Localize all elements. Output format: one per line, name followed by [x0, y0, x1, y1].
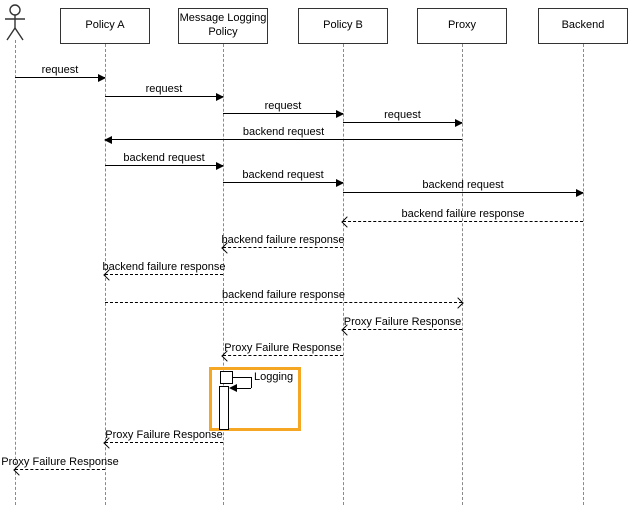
activation-bar [219, 386, 229, 430]
arrowhead-right-icon [336, 179, 344, 187]
message-label: backend request [242, 169, 324, 181]
message-line [343, 329, 462, 330]
message-label: backend failure response [102, 261, 226, 273]
arrowhead-right-icon [455, 119, 463, 127]
message-arrow: backend request [223, 169, 344, 187]
arrowhead-right-icon [576, 189, 584, 197]
message-arrow: backend request [104, 126, 462, 144]
message-label: backend failure response [401, 208, 525, 220]
message-label: backend request [422, 179, 504, 191]
message-line [105, 274, 223, 275]
message-arrow: request [343, 109, 463, 127]
arrowhead-right-icon [98, 74, 106, 82]
participant-label: Proxy [447, 19, 477, 32]
participant-label: Policy B [323, 19, 363, 32]
participant-box-message-logging-policy: Message Logging Policy [178, 8, 268, 44]
activation-bar-small [220, 371, 233, 384]
message-line [15, 77, 105, 78]
message-arrow: request [223, 100, 344, 118]
message-arrow: backend failure response [341, 208, 583, 228]
message-arrow: backend request [343, 179, 584, 197]
message-label: backend request [123, 152, 205, 164]
message-line [105, 96, 223, 97]
message-arrow: backend request [105, 152, 224, 170]
message-arrow: request [105, 83, 224, 101]
message-arrow: request [15, 64, 106, 82]
message-label: request [384, 109, 421, 121]
message-label: backend failure response [221, 234, 345, 246]
lifeline-policy-b [343, 44, 344, 505]
message-label: request [264, 100, 302, 112]
message-line [223, 247, 343, 248]
message-label: backend request [242, 126, 325, 138]
message-line [105, 302, 462, 303]
participant-label: Policy A [85, 19, 125, 32]
message-arrow: Proxy Failure Response [221, 342, 343, 362]
participant-box-policy-b: Policy B [298, 8, 388, 44]
self-message-line [251, 377, 252, 388]
arrowhead-right-icon [336, 110, 344, 118]
message-arrow: backend failure response [221, 234, 345, 254]
message-line [223, 113, 343, 114]
arrowhead-left-icon [104, 136, 112, 144]
lifeline-message-logging-policy [223, 44, 224, 505]
message-label: Proxy Failure Response [224, 342, 342, 354]
self-message-line [233, 377, 251, 378]
message-line [223, 182, 343, 183]
message-line [105, 139, 462, 140]
message-line [223, 355, 343, 356]
participant-box-backend: Backend [538, 8, 628, 44]
message-label: Proxy Failure Response [105, 429, 223, 441]
self-message-line [237, 388, 251, 389]
message-line [15, 469, 105, 470]
message-label: Proxy Failure Response [343, 316, 462, 328]
message-label: backend failure response [222, 289, 345, 301]
message-arrow: backend failure response [105, 289, 464, 309]
lifeline-actor [15, 40, 16, 505]
message-arrow: Proxy Failure Response [1, 456, 119, 476]
participant-box-proxy: Proxy [417, 8, 507, 44]
self-message-label: Logging [254, 371, 294, 383]
participant-box-policy-a: Policy A [60, 8, 150, 44]
message-arrow: Proxy Failure Response [103, 429, 223, 449]
message-line [343, 192, 583, 193]
message-arrow: backend failure response [102, 261, 226, 281]
message-arrow: Proxy Failure Response [341, 316, 462, 336]
message-label: request [145, 83, 183, 95]
arrowhead-right-icon [216, 93, 224, 101]
participant-label: Backend [561, 19, 605, 32]
message-line [343, 122, 462, 123]
message-label: request [41, 64, 79, 76]
message-label: Proxy Failure Response [1, 456, 119, 468]
message-line [105, 442, 223, 443]
lifeline-proxy [462, 44, 463, 505]
actor-icon [5, 4, 25, 41]
message-line [105, 165, 223, 166]
message-line [343, 221, 583, 222]
logging-highlight-box [209, 367, 301, 431]
arrowhead-left-icon [229, 384, 237, 392]
arrowhead-right-icon [216, 162, 224, 170]
lifeline-backend [583, 44, 584, 505]
participant-label: Message Logging Policy [179, 12, 267, 38]
